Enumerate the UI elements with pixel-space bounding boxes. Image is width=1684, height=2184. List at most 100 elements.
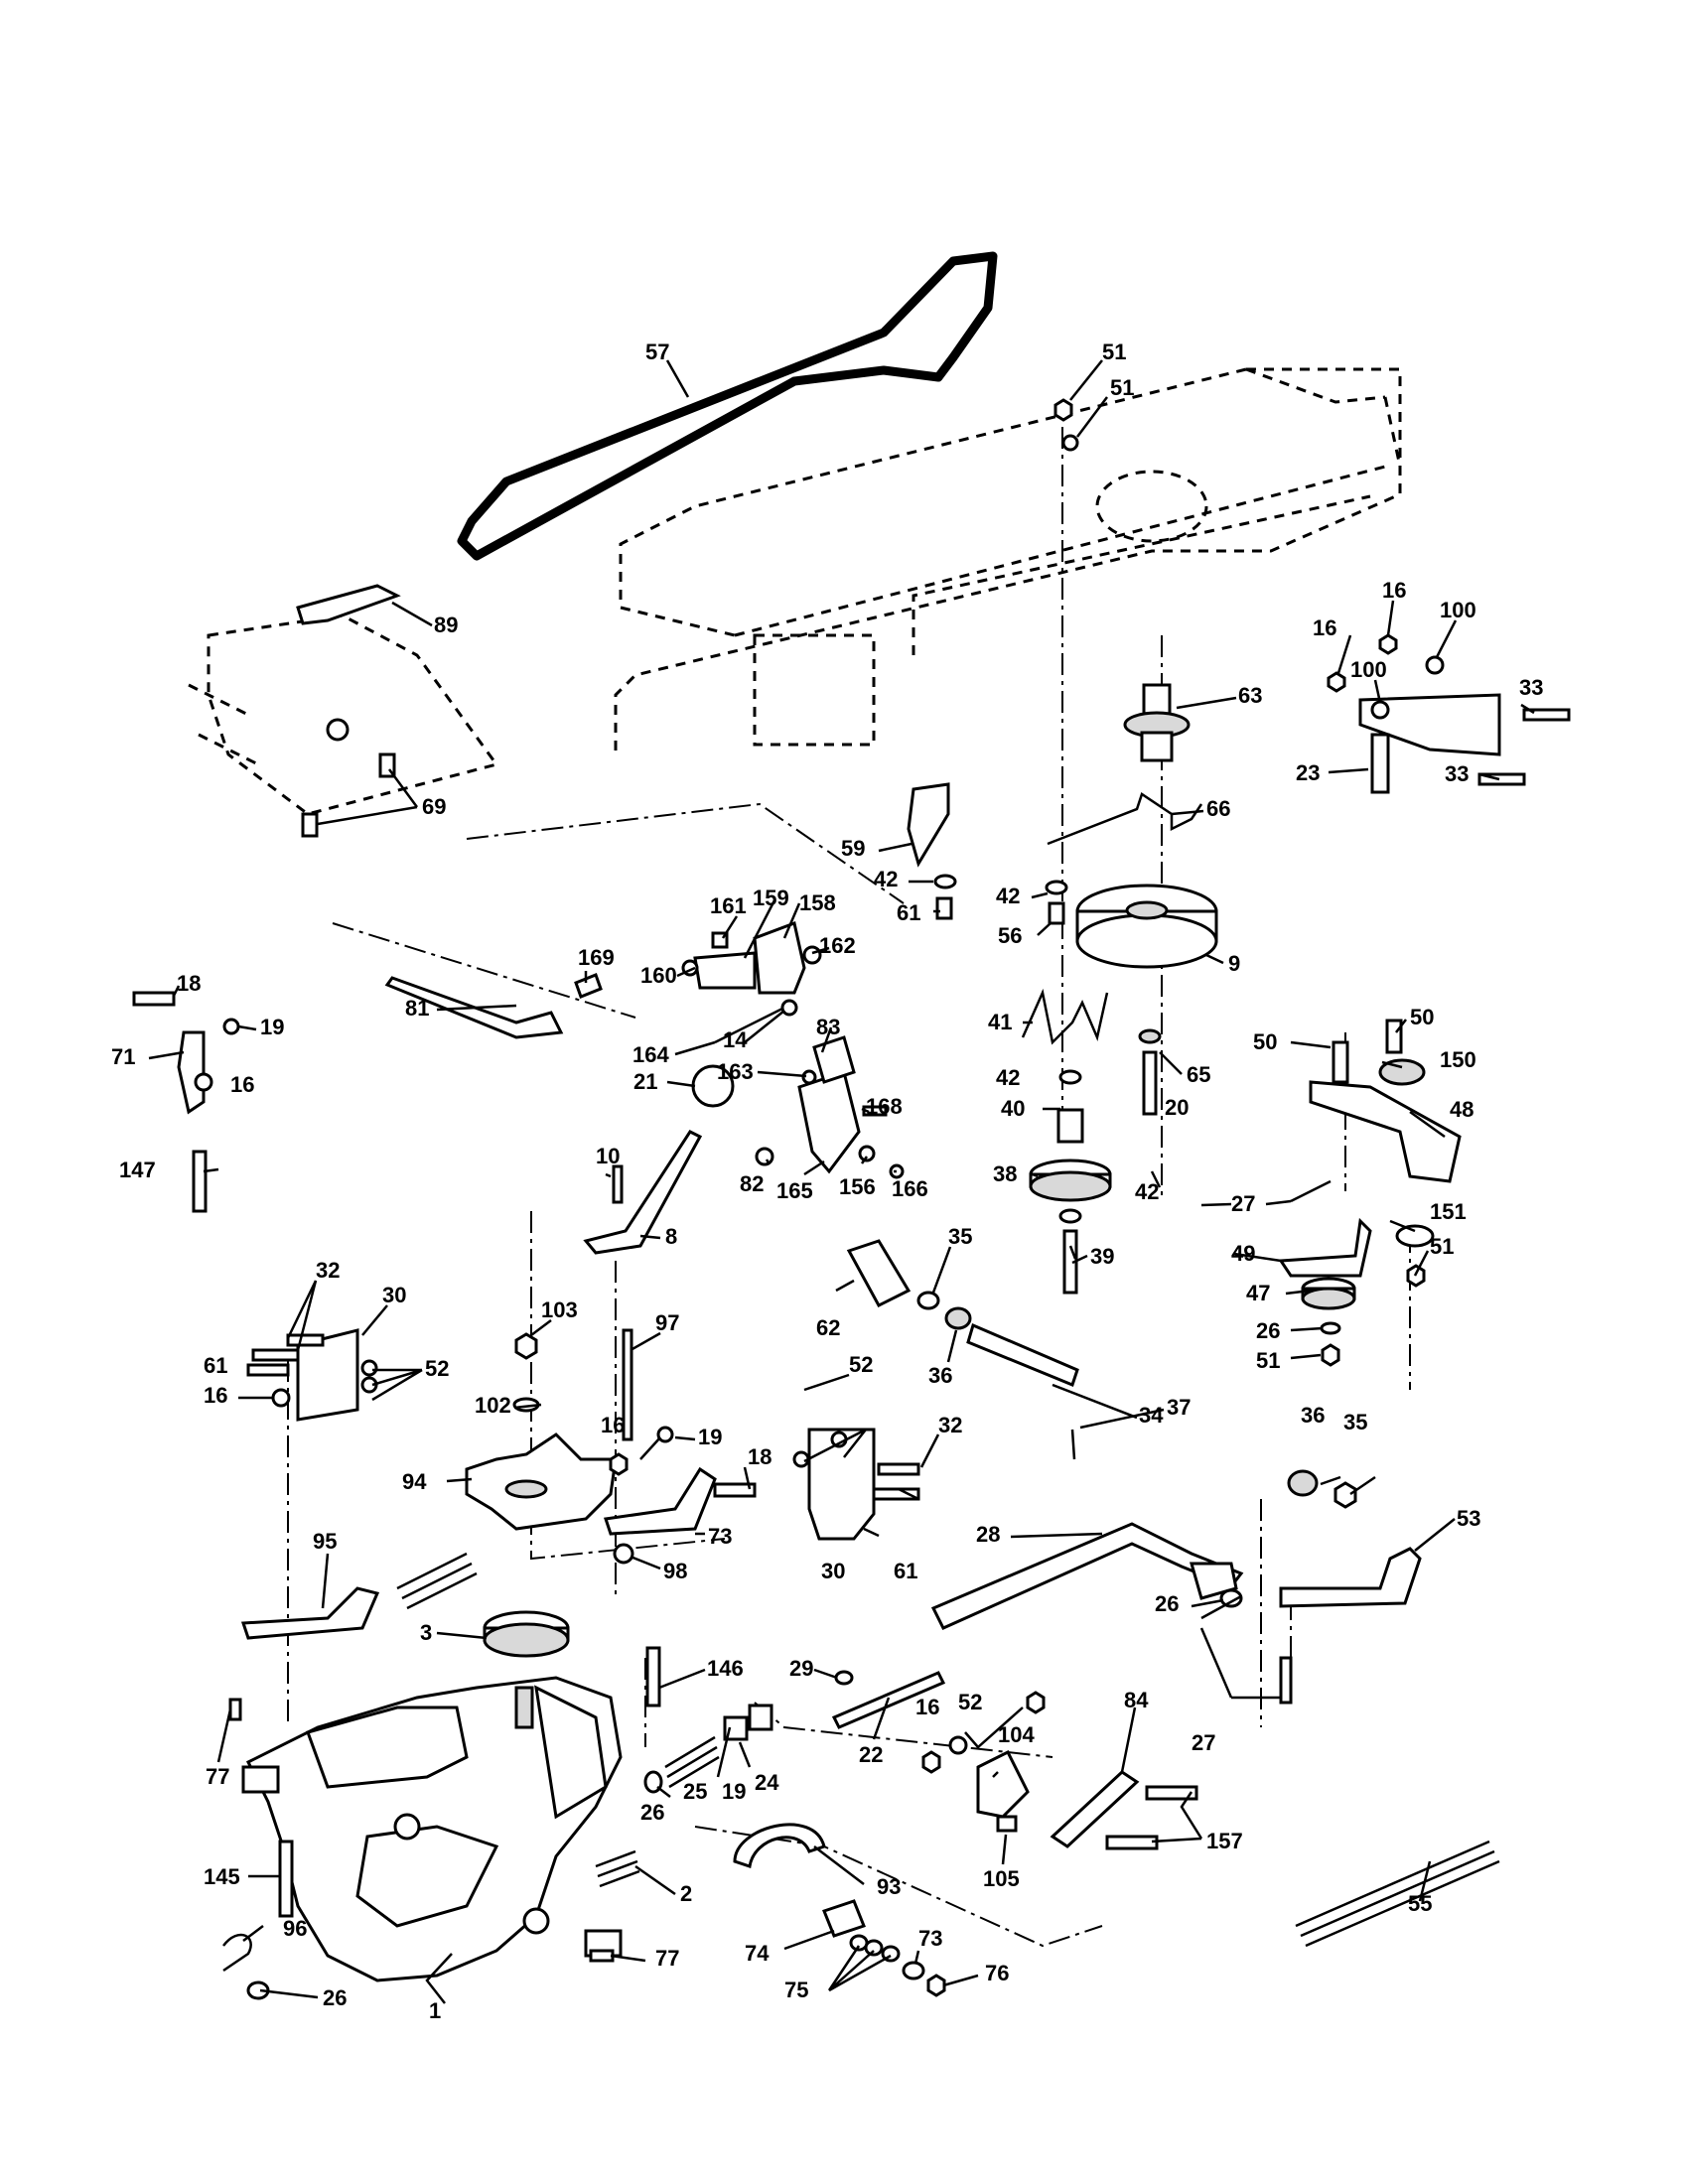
- rod-53: [1279, 1547, 1422, 1608]
- bracket-30-right: [792, 1428, 920, 1541]
- washer-73: [902, 1961, 925, 1980]
- label-52-b: 52: [849, 1352, 873, 1377]
- label-30-b: 30: [821, 1559, 845, 1583]
- nut-16-c: [921, 1750, 941, 1774]
- label-156: 156: [839, 1174, 876, 1199]
- clip-82: [755, 1147, 774, 1166]
- bolt-20: [1142, 1050, 1158, 1116]
- label-53: 53: [1457, 1506, 1480, 1531]
- bolt-105: [996, 1815, 1018, 1833]
- bracket-89: [296, 584, 401, 625]
- bracket-28-end: [1190, 1562, 1238, 1600]
- label-14: 14: [723, 1027, 748, 1052]
- bolt-157-b: [1105, 1835, 1159, 1850]
- label-28: 28: [976, 1522, 1000, 1547]
- label-61-a: 61: [897, 900, 920, 925]
- label-73-a: 73: [708, 1524, 732, 1549]
- label-158: 158: [799, 890, 836, 915]
- label-164: 164: [632, 1042, 669, 1067]
- washer-65: [1138, 1028, 1162, 1044]
- label-16-a: 16: [1382, 578, 1406, 603]
- label-96: 96: [283, 1916, 307, 1941]
- nut-98: [613, 1543, 634, 1565]
- nut-52-a: [948, 1735, 968, 1755]
- label-30-a: 30: [382, 1283, 406, 1307]
- label-100-a: 100: [1440, 598, 1476, 622]
- washer-26-a: [1320, 1321, 1341, 1335]
- pin-77-b: [589, 1949, 615, 1963]
- label-74: 74: [745, 1941, 770, 1966]
- label-103: 103: [541, 1297, 578, 1322]
- label-61-c: 61: [894, 1559, 917, 1583]
- bolt-27-a: [1290, 1179, 1332, 1203]
- washer-75-b: [864, 1939, 884, 1957]
- label-3: 3: [420, 1620, 432, 1645]
- label-48: 48: [1450, 1097, 1474, 1122]
- tube-62: [846, 1239, 912, 1307]
- label-151: 151: [1430, 1199, 1467, 1224]
- label-42-b: 42: [996, 884, 1020, 908]
- washer-36-a: [944, 1306, 972, 1330]
- label-36-b: 36: [1301, 1403, 1325, 1428]
- label-49: 49: [1231, 1241, 1255, 1266]
- bracket-73-a: [604, 1466, 717, 1536]
- label-89: 89: [434, 613, 458, 637]
- label-84: 84: [1124, 1688, 1149, 1712]
- label-47: 47: [1246, 1281, 1270, 1305]
- spacer-150: [1378, 1058, 1426, 1086]
- spring-2: [595, 1849, 640, 1888]
- label-166: 166: [892, 1176, 928, 1201]
- label-42-d: 42: [1135, 1179, 1159, 1204]
- bushing-40: [1056, 1108, 1084, 1144]
- label-169: 169: [578, 945, 615, 970]
- bolt-146: [645, 1646, 661, 1707]
- label-18-b: 18: [748, 1444, 772, 1469]
- label-26-a: 26: [1256, 1318, 1280, 1343]
- label-56: 56: [998, 923, 1022, 948]
- label-147: 147: [119, 1158, 156, 1182]
- label-73-b: 73: [918, 1926, 942, 1951]
- nut-76: [926, 1974, 946, 1997]
- bolt-61-a: [935, 896, 953, 920]
- bushing-74: [822, 1899, 866, 1938]
- bracket-59: [907, 782, 950, 868]
- spacer-151: [1395, 1224, 1435, 1248]
- bolt-145: [278, 1840, 294, 1918]
- label-29: 29: [789, 1656, 813, 1681]
- fan-hub: [504, 1479, 548, 1499]
- pulley-3: [483, 1610, 570, 1658]
- label-1: 1: [429, 1998, 441, 2023]
- label-50-a: 50: [1253, 1029, 1277, 1054]
- bracket-23: [1327, 633, 1571, 794]
- label-20: 20: [1165, 1095, 1189, 1120]
- label-42-a: 42: [874, 867, 898, 891]
- rod-34: [966, 1322, 1079, 1387]
- label-41: 41: [988, 1010, 1012, 1034]
- label-51-c: 51: [1430, 1234, 1454, 1259]
- label-77-a: 77: [206, 1764, 229, 1789]
- idler-pulley-47: [1301, 1277, 1356, 1310]
- label-162: 162: [819, 933, 856, 958]
- label-27-a: 27: [1231, 1191, 1255, 1216]
- part-labels: 57 51 51 89 69 63 66 16 100 16 100 33 23…: [111, 340, 1543, 2023]
- nut-19-b: [656, 1426, 674, 1443]
- label-35-b: 35: [1343, 1410, 1367, 1434]
- washer-36-b: [1287, 1469, 1319, 1497]
- nut-19-a: [222, 1018, 240, 1035]
- label-146: 146: [707, 1656, 744, 1681]
- arm-83: [812, 1035, 856, 1084]
- label-39: 39: [1090, 1244, 1114, 1269]
- label-57: 57: [645, 340, 669, 364]
- label-16-f: 16: [915, 1695, 939, 1719]
- label-66: 66: [1206, 796, 1230, 821]
- frame-hole: [326, 718, 350, 742]
- label-26-c: 26: [640, 1800, 664, 1825]
- washer-14: [780, 999, 798, 1017]
- nut-16-a: [194, 1072, 213, 1092]
- label-19-a: 19: [260, 1015, 284, 1039]
- label-27-b: 27: [1192, 1730, 1215, 1755]
- spring-95: [396, 1552, 478, 1610]
- label-42-c: 42: [996, 1065, 1020, 1090]
- label-145: 145: [204, 1864, 240, 1889]
- washer-42-c: [1058, 1069, 1082, 1085]
